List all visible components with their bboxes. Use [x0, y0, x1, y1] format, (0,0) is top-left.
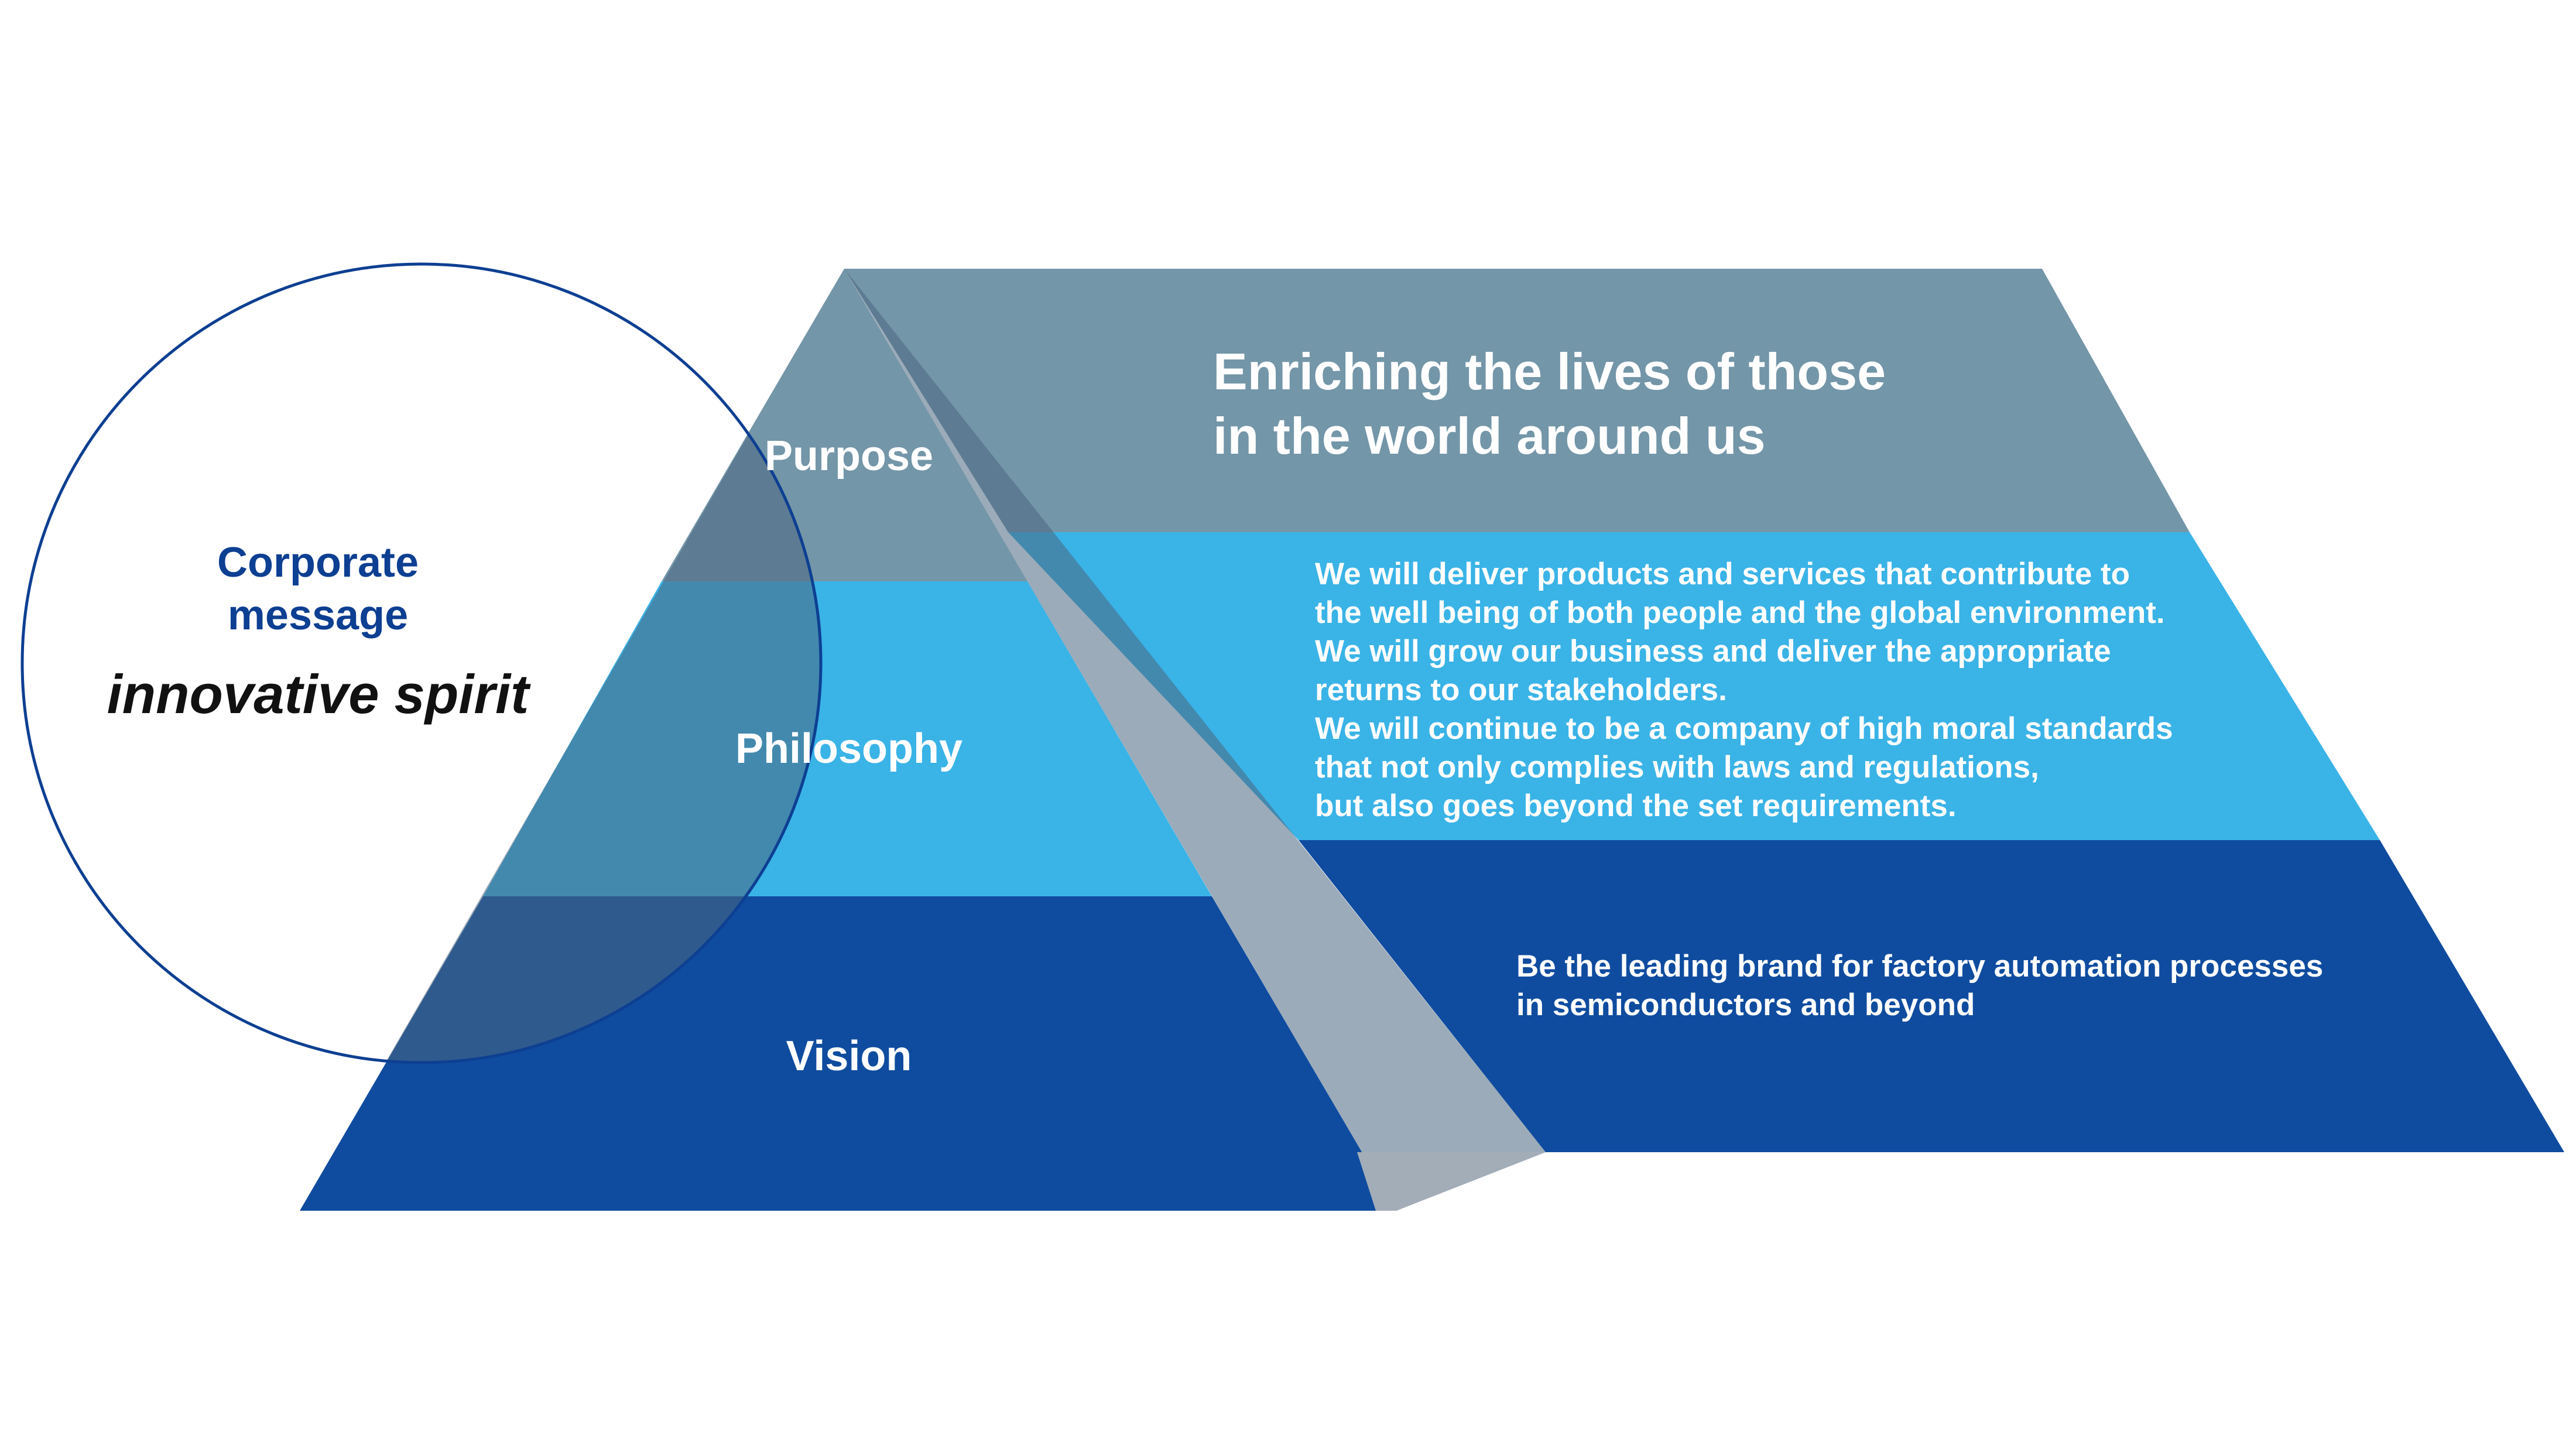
circle-overlap	[300, 269, 821, 1063]
philosophy-band	[1008, 532, 2380, 840]
purpose-band	[844, 269, 2190, 532]
vision-band	[1299, 840, 2564, 1152]
philosophy-text-line: We will grow our business and deliver th…	[1315, 634, 2111, 669]
corporate-message-heading-line1: Corporate	[217, 539, 419, 586]
philosophy-text-line: We will continue to be a company of high…	[1315, 711, 2173, 746]
vision-label: Vision	[786, 1033, 912, 1080]
philosophy-text-line: the well being of both people and the gl…	[1315, 595, 2165, 630]
philosophy-text-line: but also goes beyond the set requirement…	[1315, 789, 1957, 823]
corporate-message-circle	[20, 262, 823, 1064]
fold-shadow	[844, 269, 1546, 1211]
philosophy-text-line: returns to our stakeholders.	[1315, 673, 1727, 707]
philosophy-label: Philosophy	[735, 725, 962, 772]
purpose-text-line: in the world around us	[1213, 407, 1766, 465]
corporate-message-heading-line2: message	[228, 592, 408, 639]
fold-base	[1357, 1152, 1546, 1211]
purpose-label: Purpose	[765, 433, 933, 479]
vision-text-line: in semiconductors and beyond	[1516, 988, 1975, 1022]
corporate-tagline: innovative spirit	[107, 663, 532, 725]
purpose-text-line: Enriching the lives of those	[1213, 342, 1886, 400]
vision-text-line: Be the leading brand for factory automat…	[1516, 949, 2323, 984]
philosophy-text-line: We will deliver products and services th…	[1315, 557, 2130, 591]
philosophy-text-line: that not only complies with laws and reg…	[1315, 750, 2039, 785]
